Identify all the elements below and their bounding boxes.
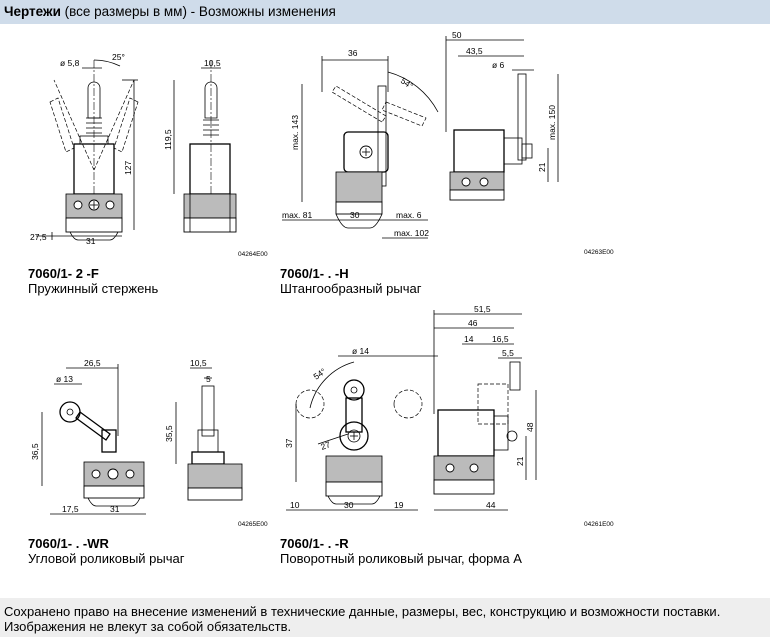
caption-number: 7060/1- . -WR	[28, 536, 109, 551]
dim-label: 27	[319, 439, 332, 452]
dim-label: 10,5	[204, 58, 221, 68]
caption-text: Угловой роликовый рычаг	[28, 551, 185, 566]
caption-spring-rod: 7060/1- 2 -F Пружинный стержень	[28, 266, 268, 296]
dim-label: ø 14	[352, 346, 369, 356]
dim-label: 21	[515, 456, 525, 466]
dim-label: 46	[468, 318, 478, 328]
header-title: Чертежи (все размеры в мм) - Возможны из…	[4, 4, 336, 19]
caption-number: 7060/1- 2 -F	[28, 266, 99, 281]
header-bar: Чертежи (все размеры в мм) - Возможны из…	[0, 0, 770, 24]
footer-bar: Сохранено право на внесение изменений в …	[0, 598, 770, 637]
drawing-code: 04265E00	[238, 521, 268, 528]
header-title-rest: (все размеры в мм) - Возможны изменения	[60, 4, 336, 19]
dim-label: max. 150	[547, 105, 557, 140]
dim-label: ø 13	[56, 374, 73, 384]
dim-label: ø 5,8	[60, 58, 80, 68]
drawing-angle-roller-lever: 26,5 ø 13 36,5 17,5 31 10,5 5 35,5 04265…	[30, 358, 268, 528]
dim-label: 54°	[399, 75, 415, 91]
dim-label: max. 143	[290, 115, 300, 150]
dim-label: 5	[206, 374, 211, 384]
dim-label: 36,5	[30, 443, 40, 460]
dim-label: 26,5	[84, 358, 101, 368]
dim-label: 37	[284, 438, 294, 448]
dim-label: 5,5	[502, 348, 514, 358]
caption-angle-roller-lever: 7060/1- . -WR Угловой роликовый рычаг	[28, 536, 268, 566]
dim-label: max. 102	[394, 228, 429, 238]
dim-label: 25°	[112, 52, 125, 62]
dim-label: 50	[452, 30, 462, 40]
dim-label: 51,5	[474, 304, 491, 314]
dim-label: 48	[525, 422, 535, 432]
dim-label: 30	[350, 210, 360, 220]
caption-rotary-roller-lever: 7060/1- . -R Поворотный роликовый рычаг,…	[280, 536, 528, 566]
drawing-code: 04261E00	[584, 521, 614, 528]
caption-rod-lever: 7060/1- . -H Штангообразный рычаг	[280, 266, 540, 296]
dim-label: 17,5	[62, 504, 79, 514]
dim-label: 14	[464, 334, 474, 344]
drawing-rotary-roller-lever: ø 14 54° 37 27 10 30 19 51,5 46 14 16,5 …	[284, 304, 614, 528]
dim-label: 35,5	[164, 425, 174, 442]
dim-label: 36	[348, 48, 358, 58]
dim-label: 19	[394, 500, 404, 510]
caption-text: Штангообразный рычаг	[280, 281, 422, 296]
caption-text: Пружинный стержень	[28, 281, 159, 296]
dim-label: 127	[123, 161, 133, 175]
dim-label: 27,5	[30, 232, 47, 242]
caption-text: Поворотный роликовый рычаг, форма А	[280, 551, 522, 566]
drawing-rod-lever: 36 54° max. 143 max. 81 30 max. 6 max. 1…	[282, 30, 614, 256]
caption-number: 7060/1- . -H	[280, 266, 349, 281]
caption-number: 7060/1- . -R	[280, 536, 349, 551]
dim-label: 31	[110, 504, 120, 514]
dim-label: 43,5	[466, 46, 483, 56]
dim-label: max. 81	[282, 210, 313, 220]
dim-label: 16,5	[492, 334, 509, 344]
disclaimer-text: Сохранено право на внесение изменений в …	[4, 604, 721, 634]
header-title-bold: Чертежи	[4, 4, 61, 19]
dim-label: max. 6	[396, 210, 422, 220]
dim-label: 44	[486, 500, 496, 510]
drawing-code: 04263E00	[584, 249, 614, 256]
drawing-spring-rod: ø 5,8 25° 127 27,5 31 10,5 119,5 04264E0…	[30, 52, 268, 258]
dim-label: 10,5	[190, 358, 207, 368]
dim-label: 31	[86, 236, 96, 246]
dim-label: 21	[537, 162, 547, 172]
dim-label: 30	[344, 500, 354, 510]
dim-label: 119,5	[163, 129, 173, 150]
dim-label: ø 6	[492, 60, 505, 70]
dim-label: 10	[290, 500, 300, 510]
drawing-code: 04264E00	[238, 251, 268, 258]
